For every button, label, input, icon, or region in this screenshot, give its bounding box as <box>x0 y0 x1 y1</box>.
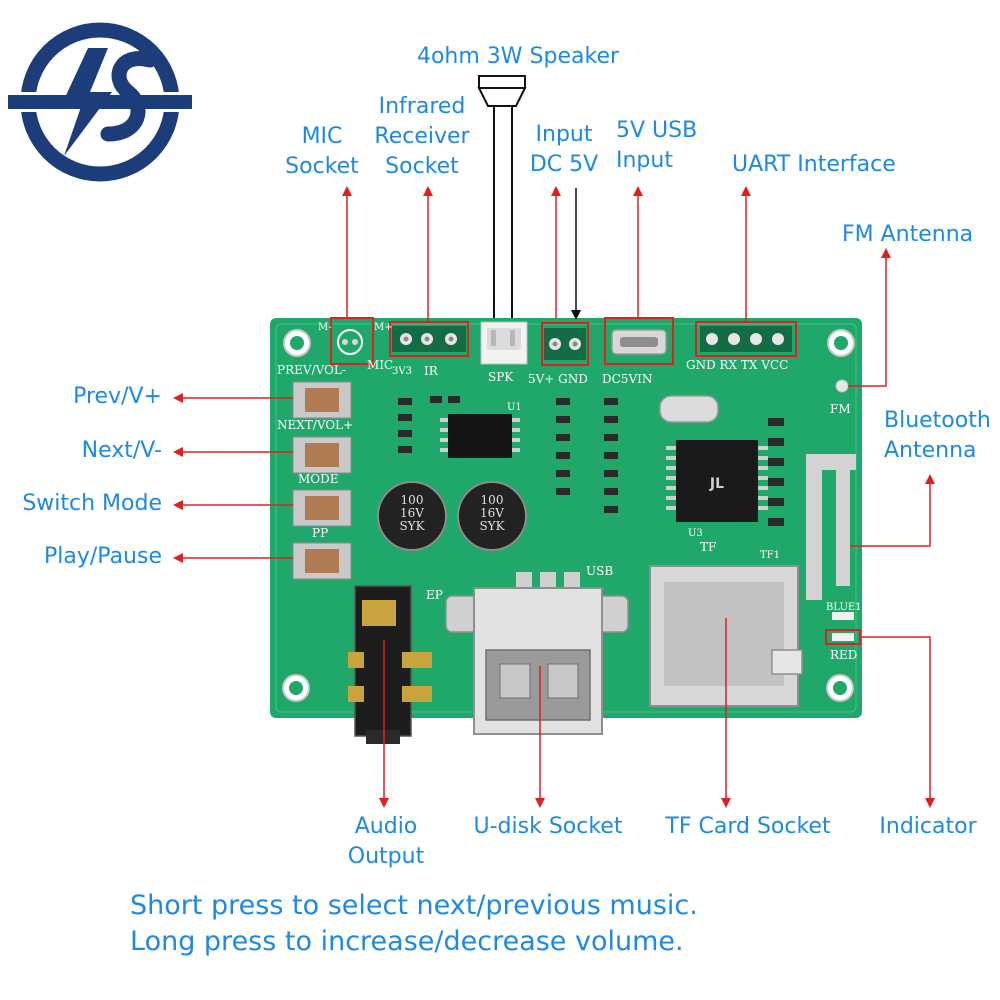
silk-u3: U3 <box>688 528 703 539</box>
silk-mic: MIC <box>367 358 394 372</box>
mic-socket <box>337 329 363 355</box>
silk-blue1: BLUE1 <box>826 602 862 613</box>
label-mic-socket: MIC Socket <box>270 122 374 182</box>
label-bt-line2: Antenna <box>884 438 977 463</box>
label-fm-antenna: FM Antenna <box>842 222 974 247</box>
silk-pp: PP <box>312 526 329 540</box>
label-input-dc: Input DC 5V <box>516 120 612 180</box>
label-prev: Prev/V+ <box>73 384 162 409</box>
label-bluetooth-antenna: Bluetooth Antenna <box>884 406 991 466</box>
label-ir-line3: Socket <box>385 154 459 179</box>
silk-fm: FM <box>830 402 851 416</box>
cap1-value: 100 <box>400 493 424 507</box>
label-udisk: U-disk Socket <box>473 814 623 839</box>
electrolytic-capacitors <box>377 481 527 551</box>
label-ir-line1: Infrared <box>378 94 466 119</box>
capacitor-2-marking: 100 16V SYK <box>478 494 506 533</box>
silk-prev-vol: PREV/VOL- <box>277 363 346 377</box>
note-short-press: Short press to select next/previous musi… <box>130 890 698 921</box>
label-mic-line1: MIC <box>301 124 343 149</box>
dc-input-pads <box>544 328 586 360</box>
speaker-icon <box>477 75 527 326</box>
micro-usb-port <box>604 317 674 365</box>
label-infrared-receiver: Infrared Receiver Socket <box>366 92 478 182</box>
silk-usb: USB <box>586 564 614 578</box>
label-tf-card: TF Card Socket <box>665 814 831 839</box>
pcb-board: JL <box>270 317 862 744</box>
silk-m-plus: M+ <box>374 322 393 333</box>
silk-3v3: 3V3 <box>392 366 412 377</box>
svg-text:JL: JL <box>709 476 724 492</box>
silk-ir: IR <box>424 364 438 378</box>
note-long-press: Long press to increase/decrease volume. <box>130 926 684 957</box>
tact-buttons <box>292 381 352 580</box>
lightning-s-logo-icon <box>8 22 192 182</box>
label-speaker: 4ohm 3W Speaker <box>416 44 620 69</box>
blue-led <box>832 612 854 620</box>
silk-m-minus: M- <box>318 322 332 333</box>
capacitor-1-marking: 100 16V SYK <box>398 494 426 533</box>
usb-a-socket <box>445 572 629 735</box>
label-ir-line2: Receiver <box>374 124 470 149</box>
label-dc-line2: DC 5V <box>529 152 599 177</box>
silk-uart-pins: GND RX TX VCC <box>686 358 789 372</box>
label-usb-in-line2: Input <box>616 148 673 173</box>
smd-components <box>398 396 784 526</box>
uart-header <box>700 326 792 352</box>
silk-tf1: TF1 <box>760 550 780 561</box>
cap1-voltage: 16V <box>400 506 424 520</box>
silk-mode: MODE <box>298 472 339 486</box>
label-usb-in-line1: 5V USB <box>616 118 698 143</box>
red-led <box>832 633 854 641</box>
bluetooth-pcb-antenna <box>806 454 856 600</box>
crystal-oscillator <box>659 395 719 423</box>
spk-connector <box>480 321 528 365</box>
cap2-voltage: 16V <box>480 506 504 520</box>
u1-amplifier-chip <box>440 414 520 458</box>
label-bt-line1: Bluetooth <box>884 408 991 433</box>
cap1-brand: SYK <box>399 519 425 533</box>
silk-spk: SPK <box>488 370 514 384</box>
label-play-pause: Play/Pause <box>44 544 162 569</box>
silk-tf: TF <box>700 540 717 554</box>
cap2-brand: SYK <box>479 519 505 533</box>
label-next: Next/V- <box>81 438 162 463</box>
silk-pwr: 5V+ GND <box>528 372 588 386</box>
label-usb-input: 5V USB Input <box>616 116 697 176</box>
label-mode: Switch Mode <box>22 491 162 516</box>
label-dc-line1: Input <box>535 122 593 147</box>
silk-dc5vin: DC5VIN <box>602 372 653 386</box>
silk-red: RED <box>830 648 858 662</box>
audio-jack <box>348 585 432 744</box>
label-audio-line1: Audio <box>354 814 418 839</box>
silk-ep: EP <box>426 588 443 602</box>
cap2-value: 100 <box>480 493 504 507</box>
tf-card-socket <box>649 565 803 707</box>
label-mic-line2: Socket <box>285 154 359 179</box>
label-audio-output: Audio Output <box>336 812 436 872</box>
label-uart: UART Interface <box>732 152 896 177</box>
label-audio-line2: Output <box>347 844 425 869</box>
label-indicator: Indicator <box>879 814 977 839</box>
bluetooth-ic: JL <box>666 440 768 522</box>
callout-arrows <box>173 186 935 808</box>
silk-next-vol: NEXT/VOL+ <box>277 418 354 432</box>
ir-header <box>392 326 466 352</box>
silk-u1: U1 <box>507 402 522 413</box>
